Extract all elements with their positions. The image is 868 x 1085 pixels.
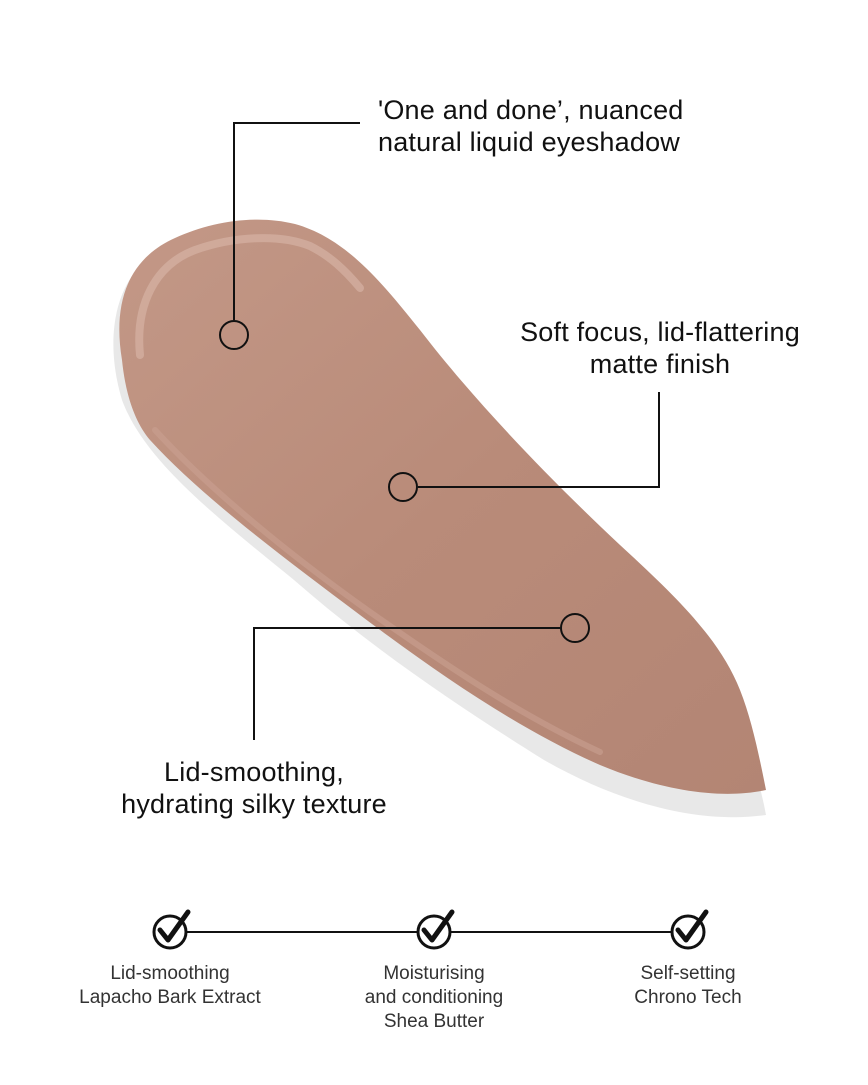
benefit-chrono-line2: Chrono Tech	[634, 987, 742, 1008]
callout-middle-text: Soft focus, lid-flattering matte finish	[500, 316, 820, 380]
benefit-shea-butter: Moisturising and conditioning Shea Butte…	[314, 962, 554, 1034]
benefit-chrono-tech: Self-setting Chrono Tech	[568, 962, 808, 1010]
callout-middle-line1: Soft focus, lid-flattering	[520, 317, 800, 347]
check-circle-icon	[152, 909, 191, 950]
benefit-chrono-line1: Self-setting	[640, 963, 736, 984]
benefit-shea-line3: Shea Butter	[383, 1011, 485, 1032]
callout-bottom-text: Lid-smoothing, hydrating silky texture	[98, 756, 410, 820]
callout-middle-line2: matte finish	[589, 349, 731, 379]
benefit-lapacho-line1: Lid-smoothing	[110, 963, 230, 984]
swatch-highlight-lower	[152, 427, 603, 755]
eyeshadow-swatch	[119, 219, 767, 794]
benefit-shea-line1: Moisturising	[383, 963, 485, 984]
benefit-shea-line2: and conditioning	[364, 987, 504, 1008]
check-circle-icon	[670, 909, 709, 950]
callout-bottom-line2: hydrating silky texture	[121, 789, 387, 819]
callout-bottom-line1: Lid-smoothing,	[164, 757, 344, 787]
callout-top-text: 'One and done’, nuanced natural liquid e…	[378, 94, 684, 158]
check-circle-icon	[416, 909, 455, 950]
callout-top-line1: 'One and done’, nuanced	[378, 95, 684, 125]
benefit-lapacho: Lid-smoothing Lapacho Bark Extract	[50, 962, 290, 1010]
callout-top-line2: natural liquid eyeshadow	[378, 127, 680, 157]
swatch-highlight	[135, 234, 364, 359]
callout-middle-pointer	[388, 392, 660, 502]
callout-bottom-pointer	[253, 613, 590, 740]
benefit-lapacho-line2: Lapacho Bark Extract	[79, 987, 261, 1008]
callout-top-pointer	[219, 122, 360, 350]
